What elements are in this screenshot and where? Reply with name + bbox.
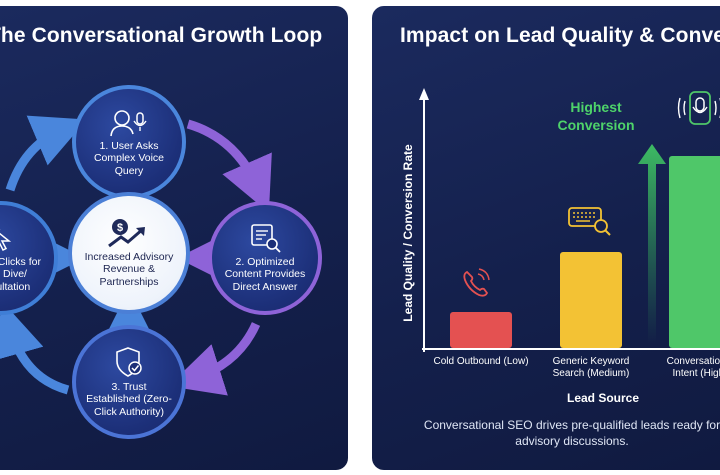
growth-loop-title: The Conversational Growth Loop [0, 24, 323, 47]
tick-label-cold-outbound: Cold Outbound (Low) [433, 356, 529, 367]
arrow-step1-to-step2 [186, 119, 272, 213]
highest-conversion-arrow [638, 144, 666, 344]
voice-query-icon [110, 109, 147, 136]
loop-step-4-label: 4. User Clicks for Deep Dive/ Consultati… [0, 255, 41, 293]
loop-center-outcome: $ Increased Advisory Revenue & Partnersh… [68, 192, 190, 314]
loop-arrows [0, 115, 272, 396]
tick-label-conversational-intent: Conversational Intent (High) [666, 356, 720, 379]
svg-text:$: $ [117, 222, 123, 234]
growth-loop-panel: The Conversational Growth Loop 1. User A… [0, 6, 348, 470]
impact-chart-panel: Impact on Lead Quality & Conversion Lead… [372, 6, 720, 470]
loop-step-2-label: 2. Optimized Content Provides Direct Ans… [224, 255, 306, 293]
arrow-step4-to-step1 [5, 115, 87, 192]
impact-bar-chart [419, 88, 720, 352]
document-search-icon [251, 223, 281, 253]
arrow-step3-to-step4 [0, 302, 70, 395]
phone-icon [463, 268, 490, 297]
loop-step-3-label: 3. Trust Established (Zero-Click Authori… [86, 380, 172, 418]
bar-2 [669, 156, 720, 348]
pointer-click-icon [0, 228, 12, 251]
loop-center-label: Increased Advisory Revenue & Partnership… [84, 250, 174, 288]
impact-chart-title: Impact on Lead Quality & Conversion [400, 24, 720, 47]
bar-1 [560, 252, 622, 348]
loop-step-2: 2. Optimized Content Provides Direct Ans… [208, 201, 322, 315]
revenue-growth-icon: $ [108, 218, 145, 247]
tick-label-generic-keyword: Generic Keyword Search (Medium) [552, 356, 630, 379]
arrow-step2-to-step3 [168, 322, 261, 396]
bar-0 [450, 312, 512, 348]
highest-conversion-annotation: Highest Conversion [557, 99, 635, 133]
impact-caption: Conversational SEO drives pre-qualified … [423, 418, 720, 448]
shield-check-icon [116, 346, 142, 377]
keyboard-search-icon [568, 207, 611, 236]
chart-x-axis-label: Lead Source [567, 391, 640, 405]
loop-step-1: 1. User Asks Complex Voice Query [72, 85, 186, 199]
chart-y-axis-arrowhead [419, 88, 429, 100]
loop-step-1-label: 1. User Asks Complex Voice Query [93, 139, 165, 177]
voice-assistant-icon [677, 91, 720, 125]
loop-step-3: 3. Trust Established (Zero-Click Authori… [72, 325, 186, 439]
